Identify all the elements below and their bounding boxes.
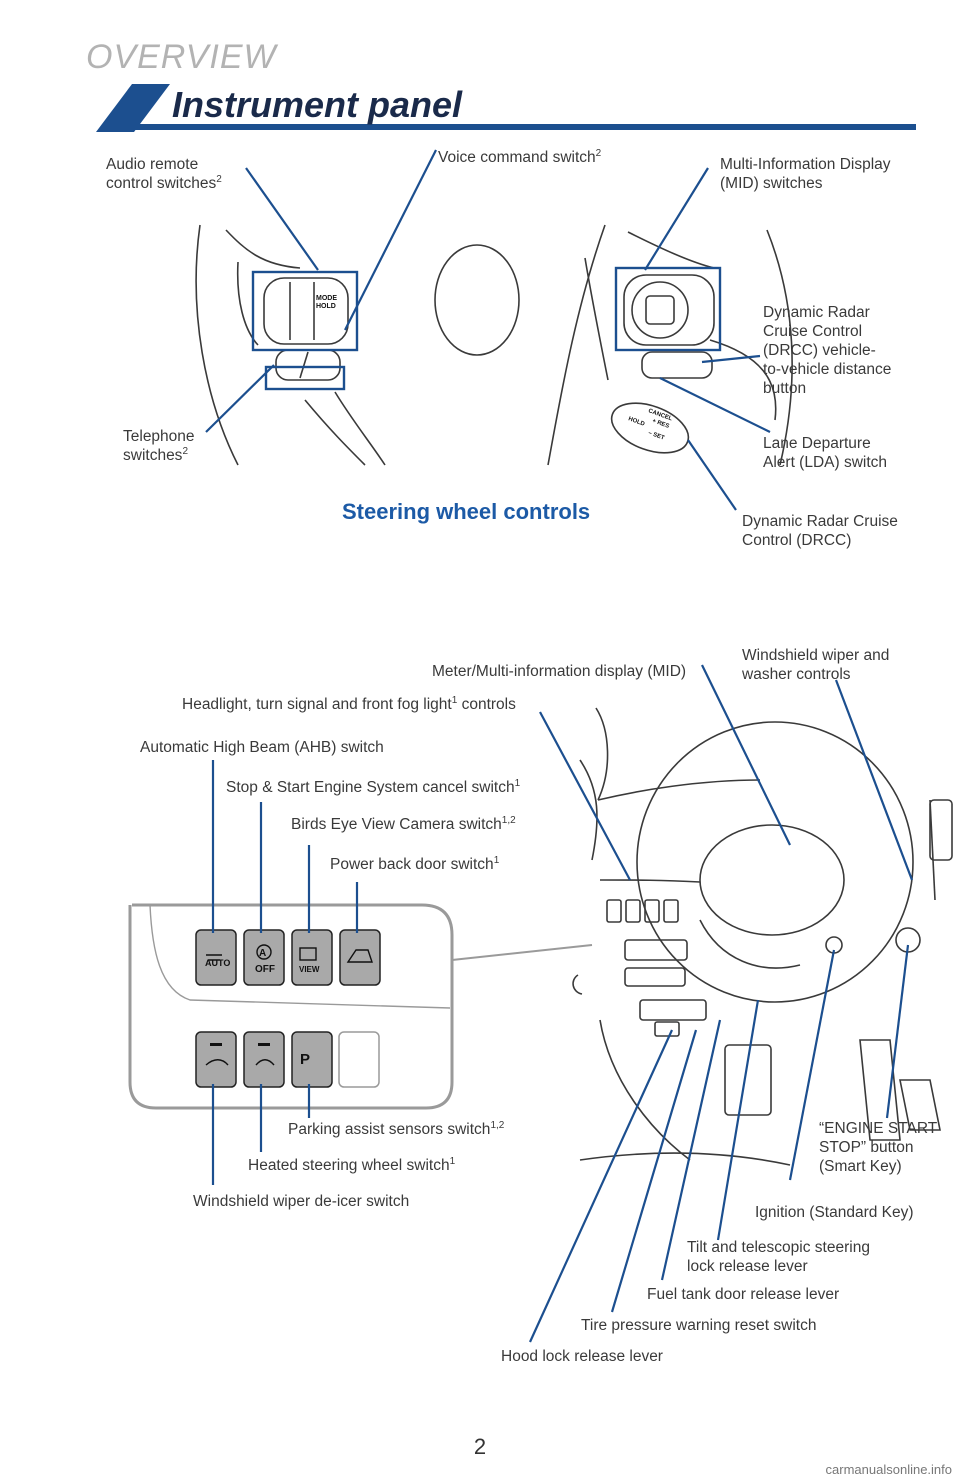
label-mid-switches: Multi-Information Display (MID) switches (720, 156, 891, 192)
page-title: Instrument panel (172, 84, 463, 125)
res-text: + RES (651, 418, 670, 430)
auto-text: AUTO (205, 958, 230, 968)
steering-caption: Steering wheel controls (342, 499, 591, 524)
label-voice-command: Voice command switch2 (438, 147, 602, 166)
label-engine-start: “ENGINE START STOP” button (Smart Key) (819, 1120, 938, 1175)
label-telephone: Telephone switches2 (123, 428, 195, 464)
set-text: – SET (647, 430, 665, 441)
off-text: OFF (255, 964, 275, 975)
label-ahb: Automatic High Beam (AHB) switch (140, 739, 384, 756)
label-birds-eye: Birds Eye View Camera switch1,2 (291, 814, 516, 833)
label-headlight: Headlight, turn signal and front fog lig… (182, 694, 516, 713)
hold-text: HOLD (316, 303, 336, 310)
label-tire: Tire pressure warning reset switch (581, 1317, 817, 1334)
p-text: P (300, 1051, 310, 1068)
label-meter: Meter/Multi-information display (MID) (432, 663, 687, 680)
label-audio-remote: Audio remote control switches2 (106, 156, 222, 192)
hold2-text: HOLD (627, 416, 646, 428)
label-tilt: Tilt and telescopic steering lock releas… (687, 1239, 870, 1275)
section-header: OVERVIEW (86, 38, 277, 76)
label-power-door: Power back door switch1 (330, 854, 500, 873)
label-ignition: Ignition (Standard Key) (755, 1204, 914, 1221)
label-heated: Heated steering wheel switch1 (248, 1155, 456, 1174)
watermark: carmanualsonline.info (825, 1462, 952, 1477)
label-drcc-distance: Dynamic Radar Cruise Control (DRCC) vehi… (763, 304, 892, 397)
label-stop-start: Stop & Start Engine System cancel switch… (226, 777, 521, 796)
label-drcc: Dynamic Radar Cruise Control (DRCC) (742, 513, 898, 549)
mode-text: MODE (316, 295, 337, 302)
a-text: A (259, 948, 266, 959)
title-bar (96, 84, 916, 132)
label-deicer: Windshield wiper de-icer switch (193, 1193, 410, 1210)
label-wiper: Windshield wiper and washer controls (742, 647, 890, 683)
page-number: 2 (473, 1434, 487, 1459)
label-parking: Parking assist sensors switch1,2 (288, 1119, 505, 1138)
label-fuel: Fuel tank door release lever (647, 1286, 840, 1303)
label-hood: Hood lock release lever (501, 1348, 663, 1365)
view-text: VIEW (299, 965, 320, 974)
label-lda: Lane Departure Alert (LDA) switch (763, 435, 888, 471)
